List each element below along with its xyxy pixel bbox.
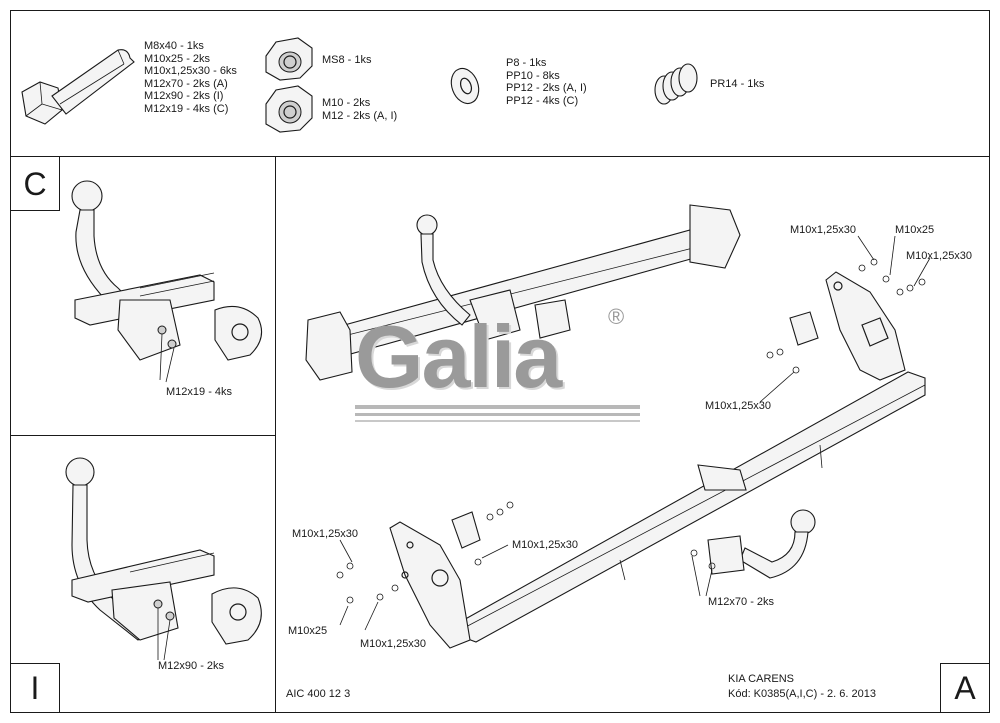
panel-i	[10, 435, 276, 713]
panel-a-letter-box: A	[940, 663, 990, 713]
washer-label: PP10 - 8ks	[506, 69, 560, 82]
callout-ball: M12x70 - 2ks	[708, 596, 775, 608]
bolt-label: M12x70 - 2ks (A)	[144, 77, 228, 90]
panel-c-letter: C	[23, 166, 47, 202]
panel-c-callout: M12x19 - 4ks	[166, 386, 233, 398]
panel-c-letter-box: C	[10, 156, 60, 211]
nuts-list: M10 - 2ks M12 - 2ks (A, I)	[322, 97, 397, 122]
panel-i-letter: I	[30, 670, 40, 706]
nut-label: M12 - 2ks (A, I)	[322, 109, 398, 122]
bolt-label: M10x1,25x30 - 6ks	[144, 65, 237, 77]
nut-ms8-icon	[265, 37, 313, 81]
washer-label: PP12 - 4ks (C)	[506, 94, 579, 107]
bolt-label: M12x90 - 2ks (I)	[144, 90, 224, 102]
washer-icon	[450, 67, 480, 105]
callout-top-2: M10x25	[895, 224, 935, 236]
washers-list: P8 - 1ks PP10 - 8ks PP12 - 2ks (A, I) PP…	[506, 57, 587, 107]
drawing-code: AIC 400 12 3	[286, 688, 351, 700]
panel-c-drawing	[71, 180, 263, 383]
callout-left-2: M10x1,25x30	[512, 539, 579, 551]
panel-a-lower-drawing	[336, 235, 931, 649]
spring-label: PR14 - 1ks	[710, 78, 765, 90]
logo-underline	[355, 405, 640, 422]
bolt-label: M8x40 - 1ks	[144, 40, 204, 52]
callout-top-1: M10x1,25x30	[790, 224, 857, 236]
registered-mark: ®	[608, 304, 625, 329]
nut-m10-icon	[265, 85, 313, 133]
nut-ms8-label: MS8 - 1ks	[322, 54, 372, 66]
bolt-label: M10x25 - 2ks	[144, 52, 211, 65]
washer-label: P8 - 1ks	[506, 57, 547, 69]
panel-i-drawing	[65, 457, 262, 661]
panel-a-upper-drawing	[305, 204, 741, 381]
parts-panel	[10, 10, 990, 157]
spring-icon	[654, 63, 698, 105]
product-code: Kód: K0385(A,I,C) - 2. 6. 2013	[728, 688, 876, 700]
callout-left-4: M10x1,25x30	[360, 638, 427, 650]
bolts-list: M8x40 - 1ks M10x25 - 2ks M10x1,25x30 - 6…	[144, 40, 237, 115]
callout-top-3: M10x1,25x30	[906, 250, 973, 262]
vehicle-model: KIA CARENS	[728, 673, 795, 685]
callout-left-3: M10x25	[288, 625, 328, 637]
nut-label: M10 - 2ks	[322, 97, 371, 109]
callout-left-1: M10x1,25x30	[292, 528, 359, 540]
callout-mid: M10x1,25x30	[705, 400, 772, 412]
washer-label: PP12 - 2ks (A, I)	[506, 82, 587, 94]
bolt-icon	[21, 49, 135, 125]
galia-logo: Galia	[355, 307, 562, 406]
panel-a-letter: A	[954, 670, 976, 706]
bolt-label: M12x19 - 4ks (C)	[144, 102, 229, 115]
panel-i-letter-box: I	[10, 663, 60, 713]
panel-i-callout: M12x90 - 2ks	[158, 660, 225, 672]
